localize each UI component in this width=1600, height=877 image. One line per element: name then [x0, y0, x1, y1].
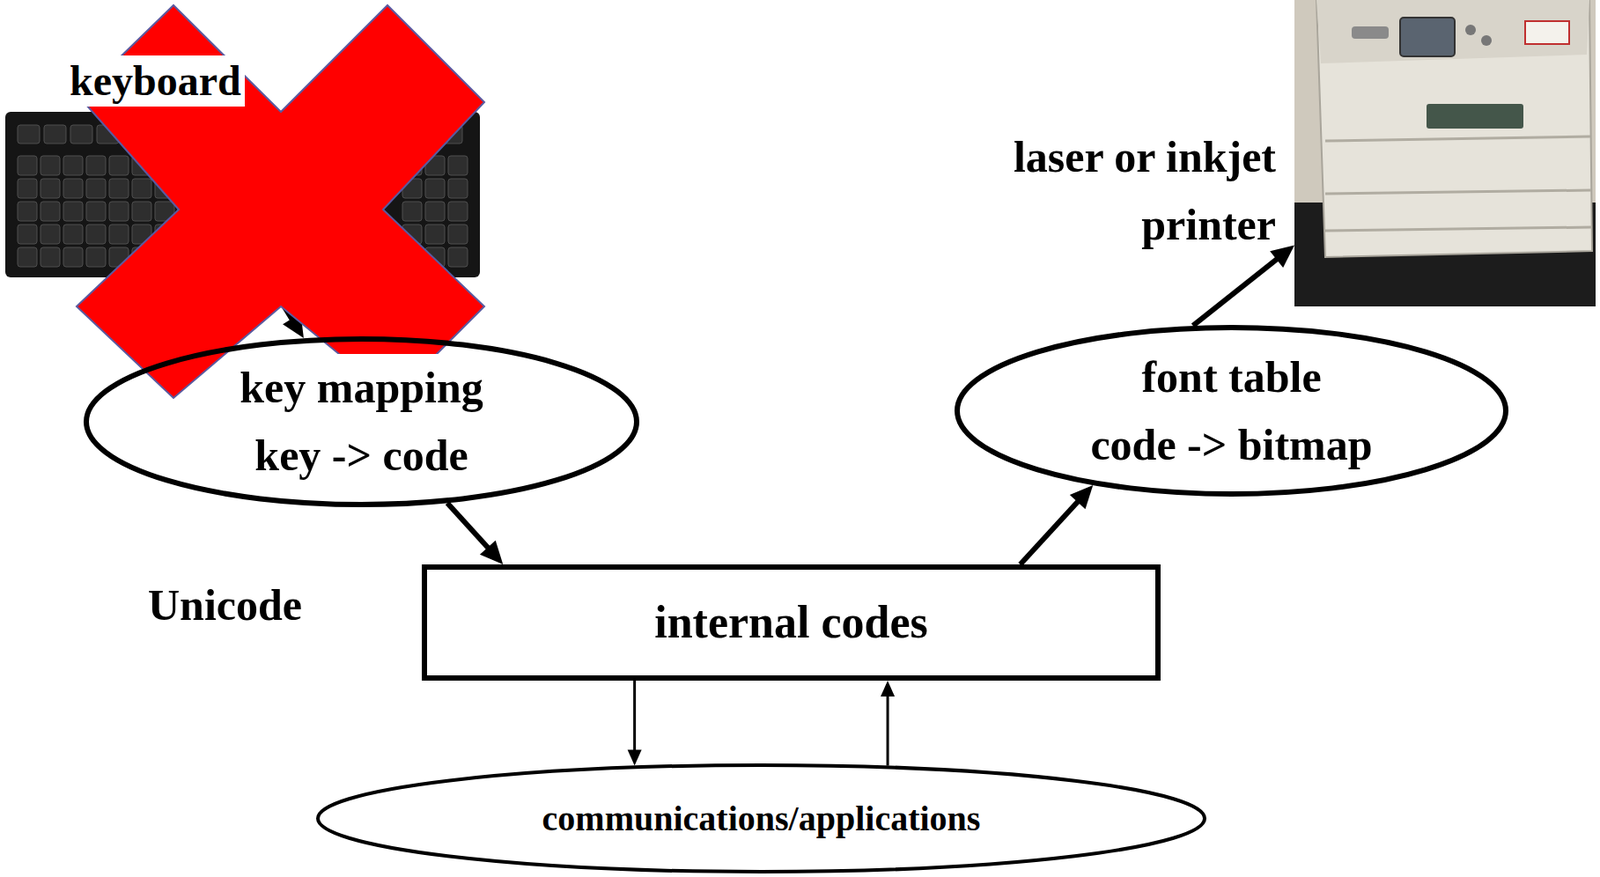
printer-button: [1481, 35, 1492, 46]
arrow-head: [880, 680, 895, 697]
node-heading: keyboard: [66, 55, 245, 107]
arrow-connector: [880, 680, 895, 767]
printer-panel: [1426, 103, 1524, 129]
printer-button: [1465, 24, 1476, 36]
ellipse-shape: [317, 765, 1205, 872]
process-box: internal codes: [421, 564, 1161, 681]
heading-holder: laser or inkjet printer: [1013, 123, 1276, 259]
photo-background: [1294, 0, 1596, 307]
arrow-head: [627, 750, 642, 767]
printer-body: [1316, 0, 1593, 258]
printer-node: laser or inkjet printer: [1294, 0, 1596, 307]
printer-illustration: [1294, 0, 1596, 307]
printer-top: [1316, 0, 1590, 64]
process-ellipse: key mapping key -> code: [83, 336, 640, 508]
node-label: key mapping key -> code: [235, 353, 487, 490]
connector-line: [1020, 498, 1082, 565]
ellipse-shape: [957, 327, 1506, 495]
connector-line: [633, 680, 636, 753]
ellipse-outline: [954, 324, 1509, 497]
node-label: communications/applications: [542, 796, 981, 841]
heading-holder: keyboard: [66, 55, 245, 107]
printer-tray-line: [1325, 227, 1593, 231]
arrow-connector: [447, 502, 503, 565]
process-ellipse: font table code -> bitmap: [954, 324, 1509, 497]
arrow-connector: [627, 680, 642, 767]
node-label: font table code -> bitmap: [1090, 343, 1372, 480]
arrow-connector: [1020, 485, 1094, 565]
connector-line: [447, 502, 491, 551]
annotation-label: Unicode: [147, 578, 303, 632]
node-label: internal codes: [654, 594, 929, 651]
process-ellipse: communications/applications: [316, 763, 1207, 874]
label-holder: Unicode: [147, 578, 303, 632]
ellipse-shape: [86, 339, 637, 505]
keyboard-node: keyboard: [5, 111, 480, 278]
node-heading: laser or inkjet printer: [1013, 123, 1276, 259]
connector-line: [1193, 256, 1281, 326]
printer-tray-line: [1325, 190, 1592, 194]
printer-tray-line: [1325, 136, 1591, 141]
printer-buttons: [1351, 26, 1389, 39]
arrow-head: [1069, 485, 1093, 509]
connector-line: [886, 693, 890, 766]
printer-tray-line: [1325, 136, 1591, 141]
printer-sticker: [1525, 21, 1570, 45]
arrow-connector: [1193, 244, 1295, 326]
printer-screen: [1400, 17, 1455, 57]
arrow-head: [479, 540, 503, 565]
